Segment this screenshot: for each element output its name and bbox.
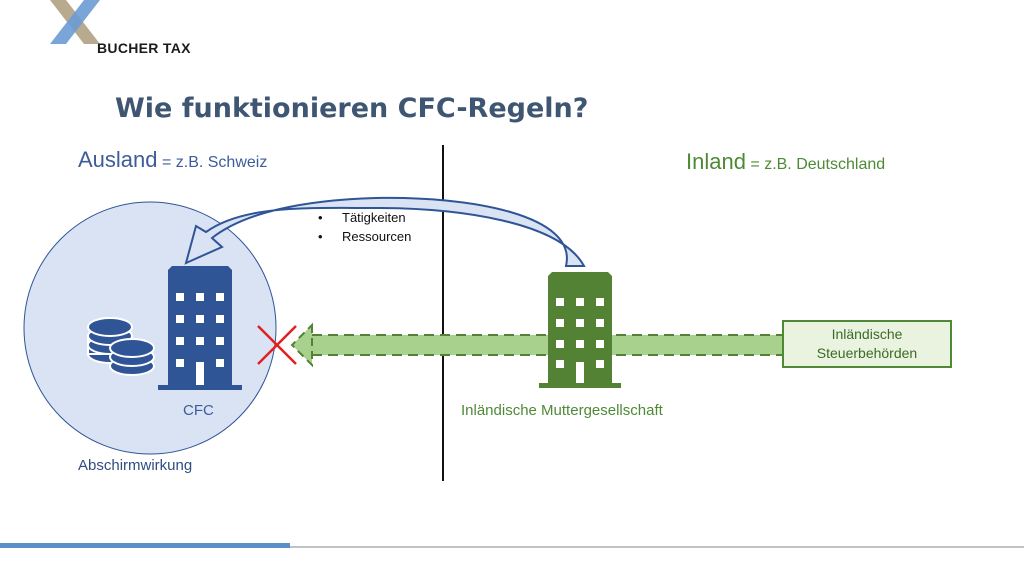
ausland-heading: Ausland = z.B. Schweiz bbox=[78, 147, 267, 173]
coins-icon bbox=[87, 317, 155, 376]
bullet-item: Tätigkeiten bbox=[318, 208, 411, 227]
building-icon bbox=[539, 272, 621, 388]
page-title: Wie funktionieren CFC-Regeln? bbox=[115, 93, 589, 124]
mutter-label: Inländische Muttergesellschaft bbox=[461, 402, 663, 419]
footer-bar bbox=[290, 546, 1024, 548]
logo-text: BUCHER TAX bbox=[97, 40, 191, 56]
ausland-main: Ausland bbox=[78, 147, 158, 172]
steuer-line1: Inländische bbox=[831, 326, 903, 342]
ausland-circle bbox=[23, 201, 277, 455]
bullet-item: Ressourcen bbox=[318, 227, 411, 246]
inland-sub: = z.B. Deutschland bbox=[745, 156, 886, 173]
cfc-label: CFC bbox=[183, 402, 214, 419]
inland-main: Inland bbox=[686, 149, 746, 174]
abschirm-label: Abschirmwirkung bbox=[78, 457, 193, 474]
building-icon bbox=[158, 266, 242, 390]
steuer-box: Inländische Steuerbehörden bbox=[782, 320, 952, 368]
steuer-line2: Steuerbehörden bbox=[816, 345, 918, 361]
ausland-sub: = z.B. Schweiz bbox=[157, 154, 268, 171]
footer-bar-accent bbox=[0, 543, 290, 548]
logo-x-icon bbox=[50, 0, 100, 44]
bullet-list: Tätigkeiten Ressourcen bbox=[318, 208, 411, 246]
inland-heading: Inland = z.B. Deutschland bbox=[686, 149, 885, 175]
transfer-arrow bbox=[184, 196, 586, 267]
cross-icon bbox=[257, 325, 297, 365]
tax-arrow bbox=[290, 322, 782, 368]
